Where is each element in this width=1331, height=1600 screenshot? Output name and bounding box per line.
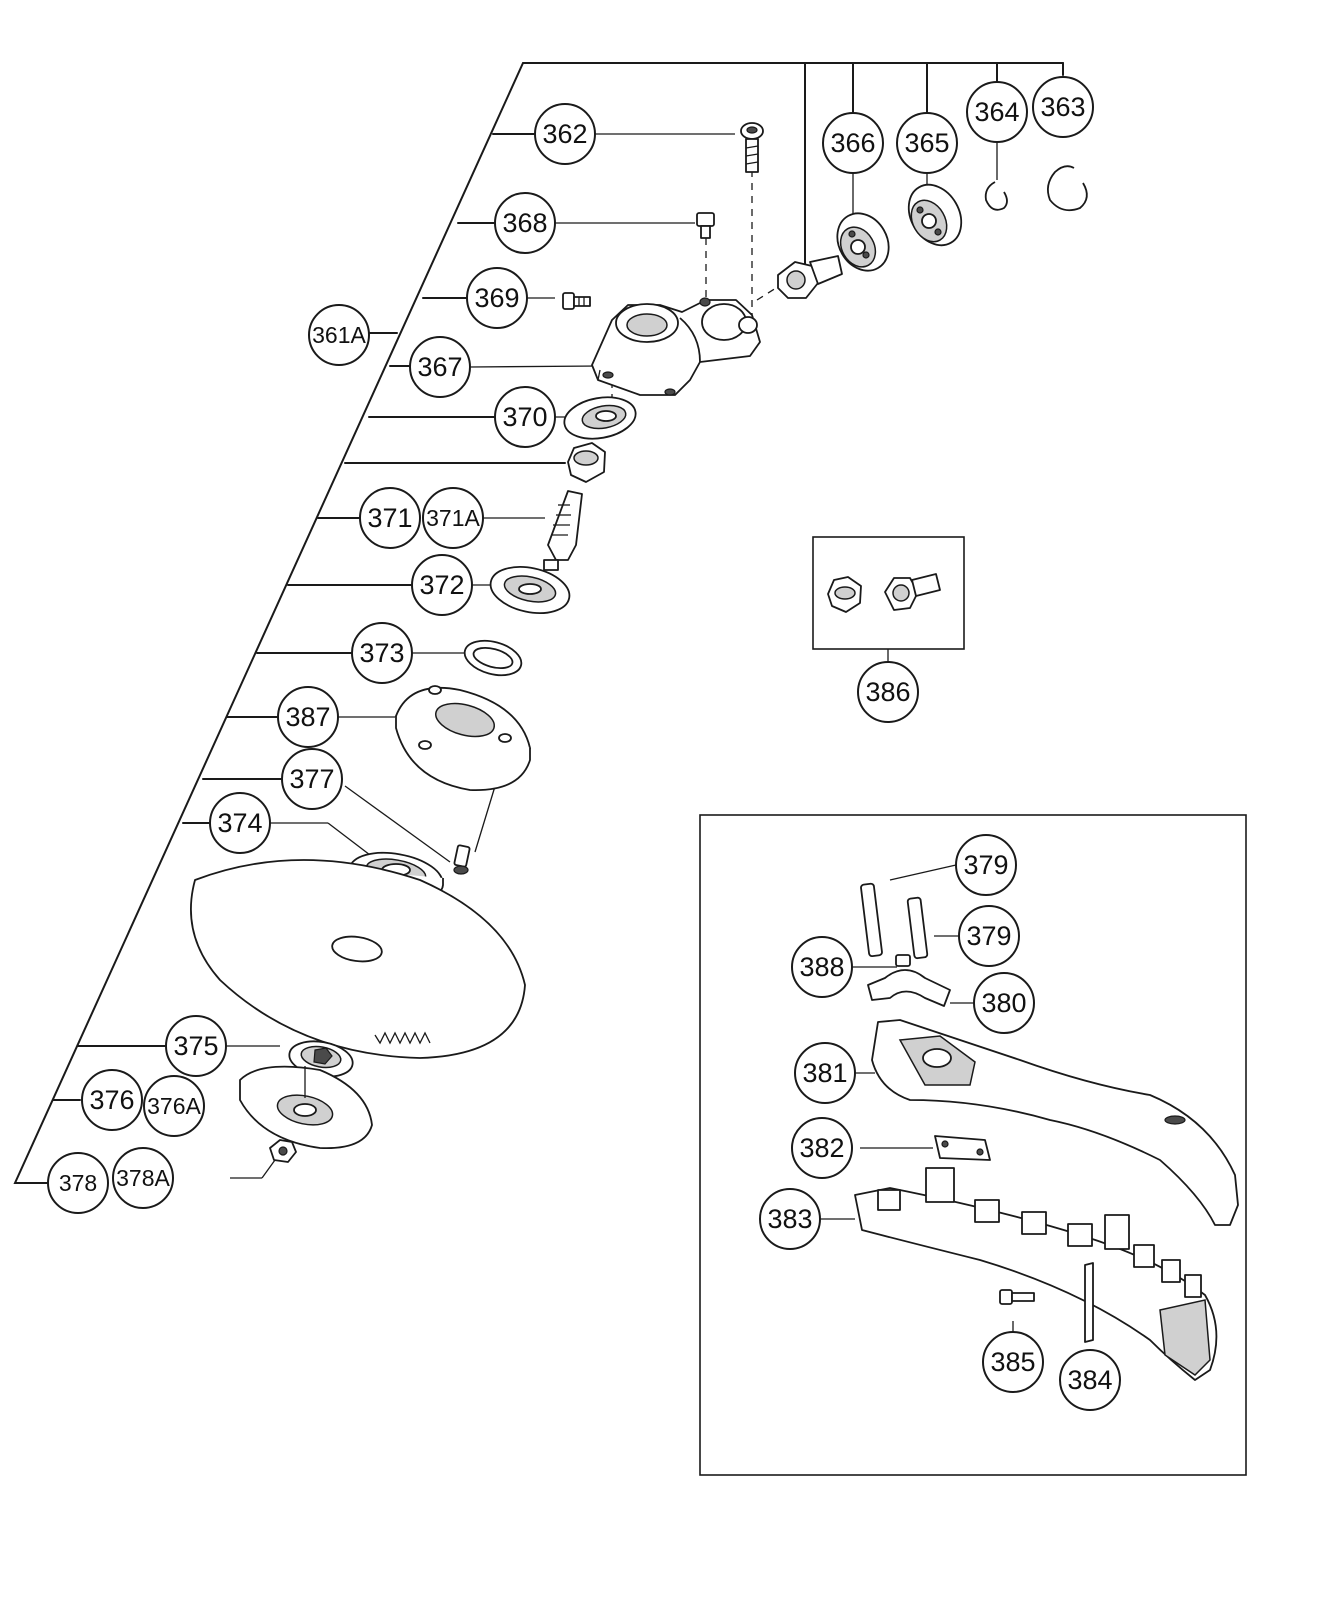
svg-text:379: 379 — [966, 921, 1011, 951]
callout-383: 383 — [759, 1188, 821, 1250]
callout-373: 373 — [351, 622, 413, 684]
part-379-bolts — [860, 882, 929, 960]
callout-376: 376 — [81, 1069, 143, 1131]
part-381-guard-upper — [871, 1019, 1239, 1226]
svg-text:382: 382 — [799, 1133, 844, 1163]
callout-365: 365 — [896, 112, 958, 174]
svg-text:380: 380 — [981, 988, 1026, 1018]
part-362-bolt — [740, 122, 764, 173]
svg-text:372: 372 — [419, 570, 464, 600]
svg-text:371: 371 — [367, 503, 412, 533]
callout-379-lower: 379 — [958, 905, 1020, 967]
svg-text:370: 370 — [502, 402, 547, 432]
part-372-bearing — [489, 566, 571, 614]
callout-381: 381 — [794, 1042, 856, 1104]
part-387-blade-cover — [395, 685, 531, 791]
svg-text:363: 363 — [1040, 92, 1085, 122]
svg-text:367: 367 — [417, 352, 462, 382]
part-366-bearing — [836, 212, 890, 272]
svg-text:377: 377 — [289, 764, 334, 794]
callout-366: 366 — [822, 112, 884, 174]
callouts: 361A 362 363 364 365 366 367 368 369 370… — [47, 76, 1121, 1411]
callout-376A: 376A — [143, 1075, 205, 1137]
svg-text:369: 369 — [474, 283, 519, 313]
svg-text:373: 373 — [359, 638, 404, 668]
assembly-bracket-lines — [13, 62, 1064, 1184]
svg-text:375: 375 — [173, 1031, 218, 1061]
callout-371A: 371A — [422, 487, 484, 549]
callout-380: 380 — [973, 972, 1035, 1034]
svg-text:384: 384 — [1067, 1365, 1112, 1395]
svg-text:376A: 376A — [147, 1093, 201, 1119]
callout-388: 388 — [791, 936, 853, 998]
svg-text:388: 388 — [799, 952, 844, 982]
callout-379-upper: 379 — [955, 834, 1017, 896]
callout-378: 378 — [47, 1152, 109, 1214]
callout-370: 370 — [494, 386, 556, 448]
svg-text:387: 387 — [285, 702, 330, 732]
callout-363: 363 — [1032, 76, 1094, 138]
svg-text:379: 379 — [963, 850, 1008, 880]
callout-385: 385 — [982, 1331, 1044, 1393]
callout-372: 372 — [411, 554, 473, 616]
part-385-bolt — [999, 1289, 1035, 1305]
svg-text:378A: 378A — [116, 1165, 170, 1191]
part-368-screw — [696, 212, 715, 239]
part-383-guard-lower — [854, 1167, 1218, 1381]
svg-text:361A: 361A — [312, 322, 366, 348]
callout-364: 364 — [966, 81, 1028, 143]
callout-387: 387 — [277, 686, 339, 748]
callout-369: 369 — [466, 267, 528, 329]
callout-384: 384 — [1059, 1349, 1121, 1411]
part-bevel-gear-lower — [567, 442, 606, 483]
callout-374: 374 — [209, 792, 271, 854]
part-377-bolt — [453, 844, 471, 875]
svg-text:374: 374 — [217, 808, 262, 838]
callout-371: 371 — [359, 487, 421, 549]
part-388-screw — [895, 954, 911, 967]
callout-375: 375 — [165, 1015, 227, 1077]
svg-text:386: 386 — [865, 677, 910, 707]
callout-368: 368 — [494, 192, 556, 254]
svg-text:371A: 371A — [426, 505, 480, 531]
part-376-cup — [239, 1065, 373, 1150]
svg-text:366: 366 — [830, 128, 875, 158]
svg-text:383: 383 — [767, 1204, 812, 1234]
part-382-plate — [934, 1135, 991, 1161]
svg-text:368: 368 — [502, 208, 547, 238]
svg-text:381: 381 — [802, 1058, 847, 1088]
callout-382: 382 — [791, 1117, 853, 1179]
svg-text:364: 364 — [974, 97, 1019, 127]
svg-text:362: 362 — [542, 119, 587, 149]
part-pinion-gear-upper — [777, 255, 843, 299]
callout-377: 377 — [281, 748, 343, 810]
part-370-bearing — [563, 396, 637, 440]
part-378-nut — [269, 1139, 297, 1163]
part-371-output-shaft — [543, 490, 583, 571]
part-373-washer — [463, 639, 523, 677]
part-369-screw — [562, 292, 591, 310]
callout-362: 362 — [534, 103, 596, 165]
part-380-clamp — [867, 969, 951, 1007]
svg-text:365: 365 — [904, 128, 949, 158]
callout-367: 367 — [409, 336, 471, 398]
guard-kit-box — [699, 814, 1247, 1476]
part-blade — [190, 859, 526, 1059]
part-364-snap-ring — [984, 181, 1008, 211]
callout-378A: 378A — [112, 1147, 174, 1209]
svg-text:378: 378 — [59, 1170, 97, 1196]
part-367-gear-case — [591, 297, 761, 396]
svg-text:385: 385 — [990, 1347, 1035, 1377]
gear-set-box — [812, 536, 965, 664]
svg-text:376: 376 — [89, 1085, 134, 1115]
part-363-snap-ring — [1046, 165, 1088, 212]
part-384-blade-plate — [1084, 1262, 1094, 1343]
part-365-bearing — [907, 183, 963, 247]
callout-386: 386 — [857, 661, 919, 723]
callout-361A: 361A — [308, 304, 370, 366]
